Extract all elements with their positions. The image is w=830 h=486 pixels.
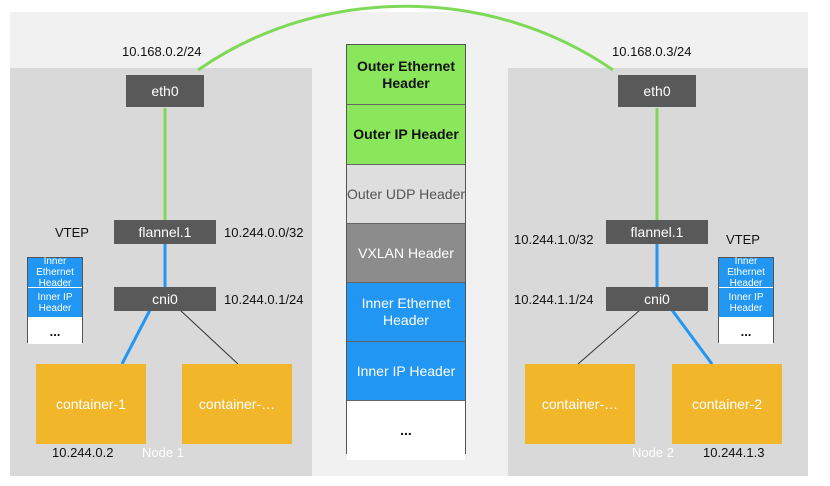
node1-packet: Inner Ethernet Header Inner IP Header ..…	[27, 256, 83, 344]
node1-packet-inner-ip: Inner IP Header	[28, 288, 82, 318]
frame-outer-ethernet-header: Outer Ethernet Header	[347, 45, 465, 105]
vxlan-frame-stack: Outer Ethernet Header Outer IP Header Ou…	[346, 44, 466, 460]
node1-container-ip: 10.244.0.2	[52, 445, 114, 460]
node2-flannel-ip: 10.244.1.0/32	[514, 232, 594, 247]
frame-inner-ip-header: Inner IP Header	[347, 342, 465, 401]
node1-cni-container2-link	[179, 309, 239, 365]
frame-outer-udp-header: Outer UDP Header	[347, 165, 465, 224]
frame-outer-ip-header: Outer IP Header	[347, 105, 465, 165]
frame-payload: ...	[347, 401, 465, 460]
node1-outer-ip: 10.168.0.2/24	[122, 44, 202, 59]
node1-cni-ip: 10.244.0.1/24	[224, 292, 304, 307]
node2-container-ip: 10.244.1.3	[703, 445, 765, 460]
node2-container-2: container-2	[672, 364, 782, 444]
node2-cni0: cni0	[606, 287, 708, 311]
node1-flannel-ip: 10.244.0.0/32	[224, 225, 304, 240]
node2-packet-inner-ip: Inner IP Header	[719, 288, 773, 318]
node1-container-2: container-…	[182, 364, 292, 444]
frame-vxlan-header: VXLAN Header	[347, 224, 465, 283]
node2-cni-container1-link	[577, 309, 641, 365]
frame-inner-ethernet-header: Inner Ethernet Header	[347, 283, 465, 342]
node2-vtep-label: VTEP	[726, 232, 760, 247]
node2-packet: Inner Ethernet Header Inner IP Header ..…	[718, 256, 774, 344]
node1-vtep-label: VTEP	[55, 225, 89, 240]
node1-label: Node 1	[142, 445, 184, 460]
node2-packet-inner-ethernet: Inner Ethernet Header	[719, 256, 773, 289]
node2-eth0: eth0	[618, 75, 696, 107]
node1-container-1: container-1	[36, 364, 146, 444]
node2-label: Node 2	[632, 445, 674, 460]
node1-flannel: flannel.1	[114, 220, 216, 244]
node2-cni-container2-link	[670, 309, 714, 365]
node2-outer-ip: 10.168.0.3/24	[612, 44, 692, 59]
outer-tunnel-link	[197, 4, 614, 72]
node1-cni-container1-link	[120, 309, 152, 365]
node2-packet-more: ...	[719, 318, 773, 344]
node2-cni-ip: 10.244.1.1/24	[514, 292, 594, 307]
node1-eth0: eth0	[126, 75, 204, 107]
node2-container-1: container-…	[525, 364, 635, 444]
node1-packet-inner-ethernet: Inner Ethernet Header	[28, 256, 82, 289]
node2-flannel: flannel.1	[606, 220, 708, 244]
node1-packet-more: ...	[28, 318, 82, 344]
node1-cni0: cni0	[114, 287, 216, 311]
